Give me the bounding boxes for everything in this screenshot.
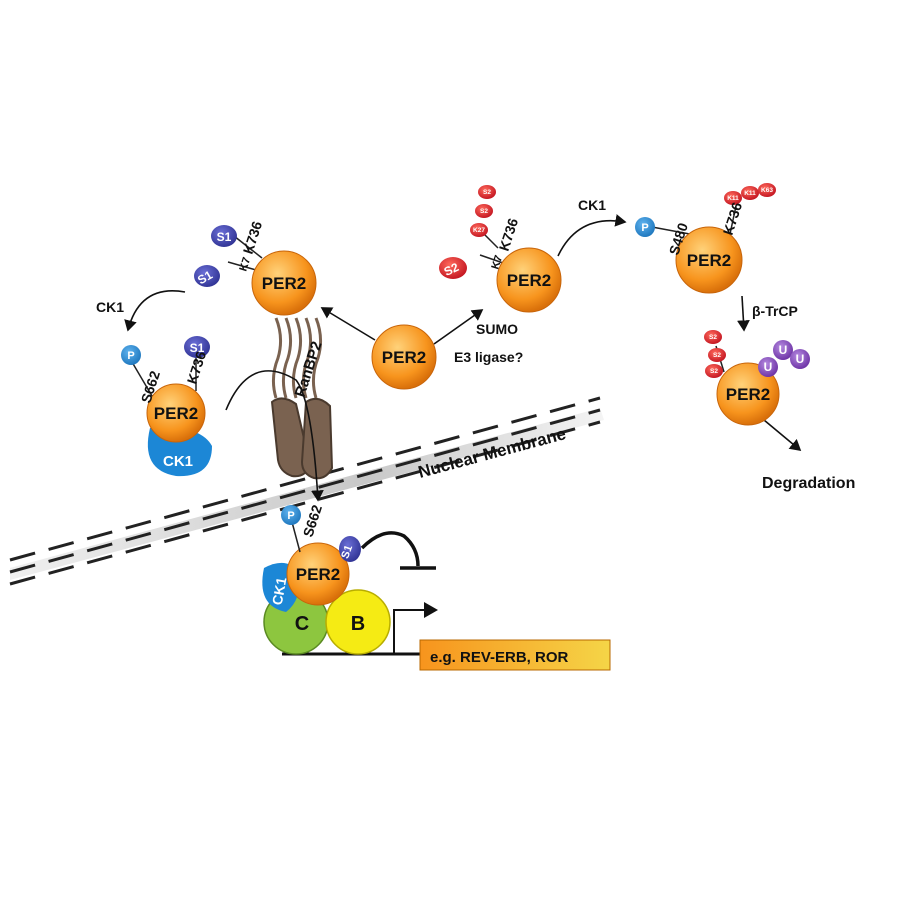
svg-text:PER2: PER2 xyxy=(296,565,340,584)
k7-label: K7 xyxy=(489,254,505,271)
svg-text:PER2: PER2 xyxy=(382,348,426,367)
svg-text:S2: S2 xyxy=(483,189,491,196)
sumo-chain-link xyxy=(475,204,493,218)
svg-text:P: P xyxy=(641,222,648,234)
svg-text:B: B xyxy=(351,613,365,635)
svg-text:S2: S2 xyxy=(709,334,717,341)
svg-text:PER2: PER2 xyxy=(726,385,770,404)
degradation-label: Degradation xyxy=(762,475,855,492)
per2-ubiquitinated: S2 S2 S2 PER2 U U U xyxy=(704,330,810,426)
k736-label: K736 xyxy=(496,216,522,253)
per2-s480-phosphorylated: PER2 P K11 K11 K63 xyxy=(635,183,776,294)
sumo-chain-link xyxy=(741,186,759,200)
k7-label: K7 xyxy=(237,256,253,273)
s2-tag xyxy=(439,257,467,279)
svg-text:U: U xyxy=(779,343,788,357)
svg-text:PER2: PER2 xyxy=(687,251,731,270)
s1-tag xyxy=(211,225,237,247)
svg-text:PER2: PER2 xyxy=(154,404,198,423)
svg-text:U: U xyxy=(764,360,773,374)
svg-text:K11: K11 xyxy=(727,195,739,202)
sumo-chain-link xyxy=(758,183,776,197)
target-genes-label: e.g. REV-ERB, ROR xyxy=(430,649,569,666)
s662-label: S662 xyxy=(300,503,325,539)
s1-tag xyxy=(194,265,220,287)
e3-ligase-label: E3 ligase? xyxy=(454,349,523,365)
ck1-label: CK1 xyxy=(96,299,124,315)
svg-text:S1: S1 xyxy=(217,230,232,244)
svg-text:U: U xyxy=(796,352,805,366)
svg-text:CK1: CK1 xyxy=(163,453,193,470)
nuclear-repressor-complex: C B CK1 PER2 P S1 xyxy=(262,505,611,671)
sumo-chain-link xyxy=(708,348,726,362)
pathway-arrows xyxy=(124,214,802,502)
sumo-chain-link xyxy=(705,364,723,378)
svg-text:S2: S2 xyxy=(713,352,721,359)
phospho-tag xyxy=(121,345,141,365)
svg-text:C: C xyxy=(295,613,309,635)
svg-text:S1: S1 xyxy=(190,341,205,355)
s1-tag xyxy=(339,536,361,562)
svg-text:S1: S1 xyxy=(339,544,355,561)
svg-text:PER2: PER2 xyxy=(507,271,551,290)
ck1-label: CK1 xyxy=(578,197,606,213)
nuclear-membrane xyxy=(9,396,604,586)
ranbp2-label: RanBP2 xyxy=(292,339,326,399)
beta-trcp-label: β-TrCP xyxy=(752,303,798,319)
ubiquitin-tag xyxy=(758,357,778,377)
k736-label: K736 xyxy=(184,349,210,386)
sumo-label: SUMO xyxy=(476,321,518,337)
phospho-tag xyxy=(281,505,301,525)
svg-text:CK1: CK1 xyxy=(269,576,290,607)
svg-text:S1: S1 xyxy=(195,268,215,288)
per2-unmodified: PER2 xyxy=(371,324,437,390)
svg-text:K11: K11 xyxy=(744,190,756,197)
s1-tag xyxy=(184,336,210,358)
ubiquitin-tag xyxy=(773,340,793,360)
svg-text:P: P xyxy=(127,350,134,362)
svg-text:S2: S2 xyxy=(710,368,718,375)
svg-text:P: P xyxy=(287,510,294,522)
svg-text:K63: K63 xyxy=(761,187,773,194)
sumo-chain-link xyxy=(704,330,722,344)
per2-ck1-complex: CK1 PER2 S1 P xyxy=(121,336,212,477)
per2-sumo2-modified: PER2 S2 K27 S2 S2 xyxy=(439,185,562,313)
svg-text:S2: S2 xyxy=(442,260,462,279)
svg-text:PER2: PER2 xyxy=(262,274,306,293)
svg-text:S2: S2 xyxy=(480,208,488,215)
sumo-chain-link xyxy=(470,223,488,237)
k736-label: K736 xyxy=(240,219,266,256)
ubiquitin-tag xyxy=(790,349,810,369)
per2-sumo1-modified: PER2 S1 S1 xyxy=(194,225,317,316)
k736-label: K736 xyxy=(720,200,746,237)
phospho-tag xyxy=(635,217,655,237)
svg-text:K27: K27 xyxy=(473,227,485,234)
sumo-chain-link xyxy=(724,191,742,205)
sumo-chain-link xyxy=(478,185,496,199)
